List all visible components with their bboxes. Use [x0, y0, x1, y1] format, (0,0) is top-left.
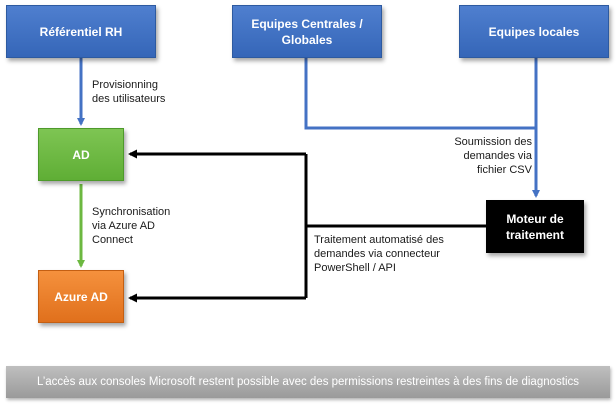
provisionning-note: Provisionning des utilisateurs [92, 78, 165, 106]
equipes-locales-box: Equipes locales [459, 5, 609, 58]
equipes-centrales-box: Equipes Centrales / Globales [232, 5, 382, 58]
soumission-line-3: fichier CSV [476, 164, 532, 176]
sync-line-1: Synchronisation [92, 206, 171, 218]
moteur-label-1: Moteur de [506, 211, 564, 226]
soumission-line-2: demandes via [463, 150, 533, 162]
ad-label: AD [72, 147, 90, 162]
referentiel-rh-label: Référentiel RH [39, 24, 123, 39]
sync-line-3: Connect [92, 234, 133, 246]
traitement-line-2: demandes via connecteur [314, 248, 440, 260]
equipes-centrales-label-1: Equipes Centrales / [251, 16, 363, 31]
sync-line-2: via Azure AD [92, 220, 155, 232]
provisionning-line-1: Provisionning [92, 79, 159, 91]
azure-ad-box: Azure AD [38, 270, 124, 323]
moteur-label-2: traitement [505, 227, 564, 242]
equipes-centrales-label-2: Globales [281, 32, 333, 47]
footer-note: L’accès aux consoles Microsoft restent p… [36, 376, 580, 388]
footer-banner: L’accès aux consoles Microsoft restent p… [6, 366, 610, 398]
ad-box: AD [38, 128, 124, 181]
soumission-line-1: Soumission des [454, 136, 532, 148]
azure-ad-label: Azure AD [54, 289, 108, 304]
traitement-note: Traitement automatisé des demandes via c… [314, 233, 444, 275]
moteur-traitement-box: Moteur de traitement [486, 200, 584, 253]
arrow-centrales-to-moteur [304, 58, 540, 198]
sync-note: Synchronisation via Azure AD Connect [92, 205, 170, 247]
traitement-line-1: Traitement automatisé des [314, 234, 444, 246]
soumission-note: Soumission des demandes via fichier CSV [440, 135, 532, 177]
traitement-line-3: PowerShell / API [314, 262, 396, 274]
provisionning-line-2: des utilisateurs [92, 93, 166, 105]
referentiel-rh-box: Référentiel RH [6, 5, 156, 58]
equipes-locales-label: Equipes locales [488, 24, 580, 39]
